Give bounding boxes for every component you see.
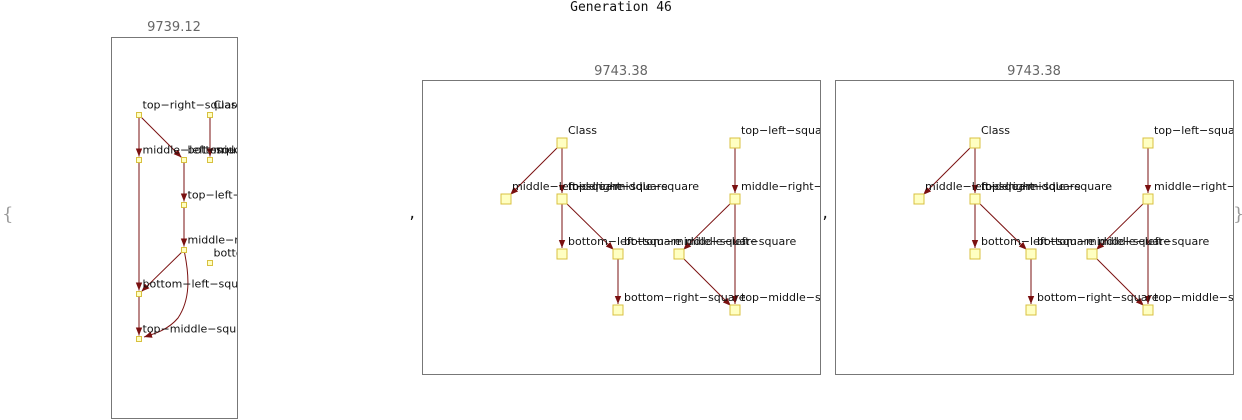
node-tms — [136, 336, 142, 342]
node-bls — [969, 248, 981, 260]
edge-cls-to-mls — [922, 142, 976, 196]
node-mls2 — [673, 248, 685, 260]
edge-mrs-to-bls — [141, 249, 185, 292]
node-label-mls2: middle−left−square — [1098, 235, 1210, 248]
node-label-tls: top−left−square — [741, 124, 821, 137]
node-bms — [181, 157, 187, 163]
node-label-brs: bottom−right−square — [214, 247, 239, 260]
close-brace: } — [1233, 204, 1242, 225]
graph-2-svg: Classtop−left−squaremiddle−left−squaremi… — [500, 124, 821, 316]
node-label-mms: middle−middle−square — [568, 180, 699, 193]
node-tls — [1142, 137, 1154, 149]
node-label-cls: Class — [981, 124, 1010, 137]
node-label-mms: middle−middle−square — [214, 144, 239, 157]
node-label-bms: bottom−middle−square — [624, 235, 757, 248]
node-label-tms: top−middle−square — [741, 291, 821, 304]
node-label-tms: top−middle−square — [143, 323, 239, 336]
separator-1: , — [408, 206, 417, 222]
node-tms — [1142, 304, 1154, 316]
node-label-cls: Class — [568, 124, 597, 137]
node-label-brs: bottom−right−square — [624, 291, 746, 304]
node-tls — [181, 202, 187, 208]
node-trs — [136, 112, 142, 118]
edge-mls2-to-tms — [678, 253, 732, 307]
node-label-mls: middle−left−square — [512, 180, 624, 193]
node-label-bms: bottom−middle−square — [188, 144, 239, 157]
node-bls — [556, 248, 568, 260]
node-label-trs: top−right−square — [143, 99, 239, 112]
node-mls — [500, 193, 512, 205]
separator-2: , — [821, 206, 830, 222]
node-brs — [207, 260, 213, 266]
graph-1-svg: top−right−squareClassmiddle−left−squareb… — [135, 99, 239, 342]
node-label-bls: bottom−left−square — [143, 278, 239, 291]
node-label-mls2: middle−left−square — [685, 235, 797, 248]
node-trs — [969, 193, 981, 205]
node-brs — [612, 304, 624, 316]
node-mls — [913, 193, 925, 205]
edge-mrs-to-mls2 — [1095, 198, 1149, 251]
node-label-bms: bottom−middle−square — [1037, 235, 1170, 248]
graph-2-score: 9743.38 — [594, 64, 648, 79]
node-label-trs: top−right−square — [981, 180, 1081, 193]
graph-2-panel: Classtop−left−squaremiddle−left−squaremi… — [422, 80, 821, 375]
node-label-tls: top−left−square — [188, 189, 239, 202]
edge-trs-to-bms — [974, 198, 1028, 251]
node-mms — [207, 157, 213, 163]
node-mrs — [1142, 193, 1154, 205]
edge-trs-to-bms — [138, 114, 182, 158]
node-label-trs: top−right−square — [568, 180, 668, 193]
node-tms — [729, 304, 741, 316]
node-mrs — [181, 247, 187, 253]
node-cls — [556, 137, 568, 149]
node-bms — [1025, 248, 1037, 260]
edge-trs-to-bms — [561, 198, 615, 251]
node-label-mms: middle−middle−square — [981, 180, 1112, 193]
node-label-mls: middle−left−square — [143, 144, 239, 157]
node-label-mrs: middle−right−square — [741, 180, 821, 193]
graph-1-score: 9739.12 — [147, 20, 201, 35]
node-bls — [136, 291, 142, 297]
node-bms — [612, 248, 624, 260]
graph-1-panel: top−right−squareClassmiddle−left−squareb… — [111, 37, 238, 419]
open-brace: { — [2, 204, 14, 225]
node-label-tms: top−middle−square — [1154, 291, 1234, 304]
node-label-tls: top−left−square — [1154, 124, 1234, 137]
node-label-mls: middle−left−square — [925, 180, 1037, 193]
node-label-brs: bottom−right−square — [1037, 291, 1159, 304]
node-label-bls: bottom−left−square — [568, 235, 682, 248]
node-mrs — [729, 193, 741, 205]
edge-mrs-to-mls2 — [682, 198, 736, 251]
node-tls — [729, 137, 741, 149]
node-brs — [1025, 304, 1037, 316]
graph-3-score: 9743.38 — [1007, 64, 1061, 79]
node-label-bls: bottom−left−square — [981, 235, 1095, 248]
node-mls2 — [1086, 248, 1098, 260]
graph-3-svg: Classtop−left−squaremiddle−left−squaremi… — [913, 124, 1234, 316]
node-cls — [207, 112, 213, 118]
node-cls — [969, 137, 981, 149]
edge-mls2-to-tms — [1091, 253, 1145, 307]
edge-mrs-to-tms — [143, 249, 189, 338]
node-label-cls: Class — [214, 99, 239, 112]
graph-3-panel: Classtop−left−squaremiddle−left−squaremi… — [835, 80, 1234, 375]
page-title: Generation 46 — [570, 0, 672, 15]
node-mls — [136, 157, 142, 163]
node-label-mrs: middle−right−square — [1154, 180, 1234, 193]
edge-cls-to-mls — [509, 142, 563, 196]
node-label-mrs: middle−right−square — [188, 234, 239, 247]
node-trs — [556, 193, 568, 205]
